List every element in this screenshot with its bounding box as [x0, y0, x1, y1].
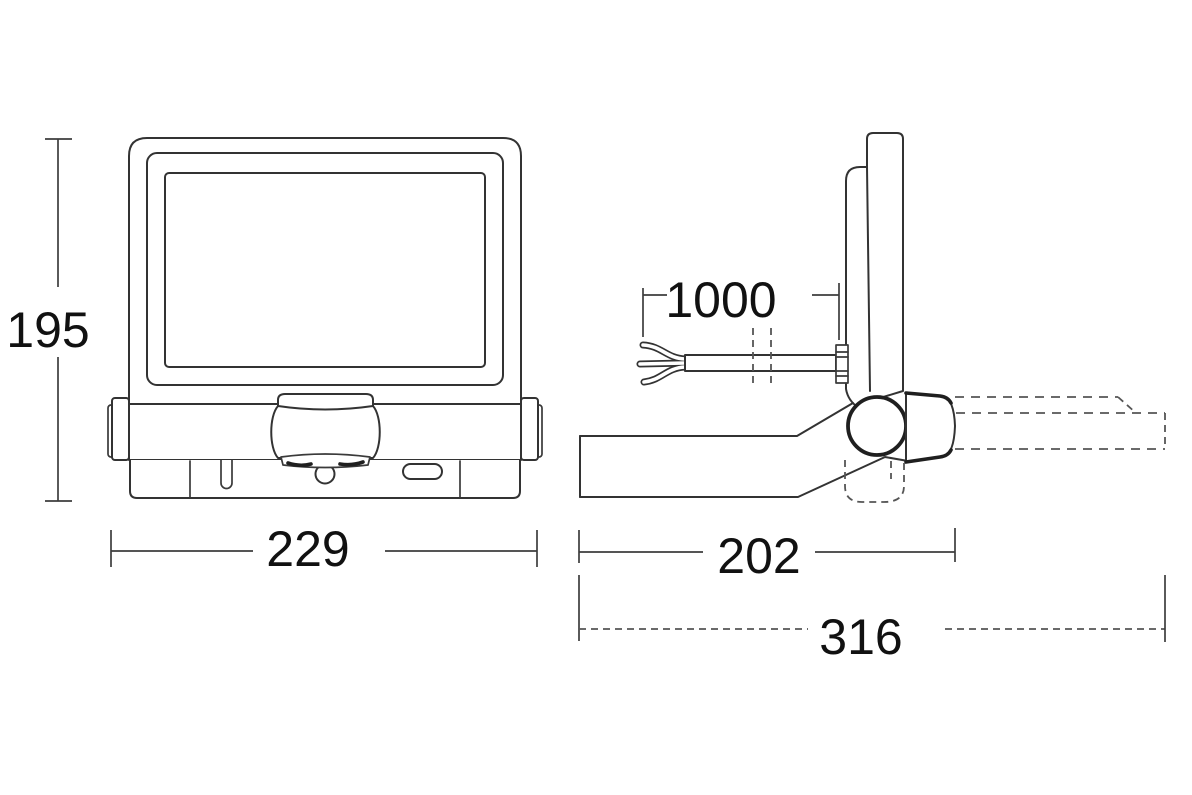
mount-arm-bottom-edge — [579, 456, 909, 498]
dimension-cable-1000: 1000 — [642, 272, 840, 340]
sensor-knob-base-shadow-right — [338, 460, 365, 467]
wire-top-core — [641, 343, 687, 361]
sensor-knob-base-shadow-left — [286, 461, 313, 468]
dim-202-label: 202 — [717, 528, 800, 584]
wire-bottom-core — [642, 365, 687, 384]
projected-arm-chamfer — [1117, 396, 1137, 414]
clamp-knuckle-body — [905, 392, 956, 463]
swivel-outline-dashed — [844, 460, 905, 503]
front-view — [107, 137, 543, 499]
screw-slot — [220, 459, 233, 490]
dimension-width-229: 229 — [110, 521, 538, 577]
dim-316-label: 316 — [819, 609, 902, 665]
swivel-u-outline — [844, 460, 905, 503]
dimension-depth-316: 316 — [578, 575, 1166, 665]
sensor-knob-cap — [277, 393, 374, 411]
wire-middle-core — [638, 361, 687, 366]
cable-outlet-pill — [402, 463, 443, 480]
front-panel-mid-frame — [146, 152, 504, 386]
side-panel-head — [856, 132, 904, 406]
dim-229-label: 229 — [266, 521, 349, 577]
dimension-depth-202: 202 — [578, 528, 956, 584]
hinge-joint — [846, 395, 908, 457]
mount-arm-top-edge — [579, 402, 854, 437]
dim-1000-label: 1000 — [665, 272, 776, 328]
side-view — [579, 132, 1166, 503]
sensor-knob — [270, 393, 381, 469]
dim-195-label: 195 — [6, 302, 89, 358]
front-panel-outer-frame — [128, 137, 522, 404]
head-profile — [866, 132, 904, 391]
sensor-knob-body — [270, 405, 381, 459]
clamp-knuckle — [904, 391, 956, 464]
clamp-knuckle-top-edge — [904, 391, 953, 405]
cable-gland — [835, 344, 849, 384]
mains-cable — [636, 328, 837, 387]
end-cap-left — [111, 397, 130, 461]
cable-sheath — [684, 354, 837, 372]
sensor-housing — [835, 166, 868, 409]
clamp-knuckle-bottom-edge — [904, 448, 953, 464]
front-panel-glass — [164, 172, 486, 368]
mount-arm — [579, 402, 909, 498]
dimension-height-195: 195 — [6, 138, 90, 502]
end-cap-right — [520, 397, 539, 461]
projected-arm-dashed — [955, 396, 1166, 450]
head-left-edge — [866, 166, 871, 392]
housing-top-left — [845, 166, 868, 346]
